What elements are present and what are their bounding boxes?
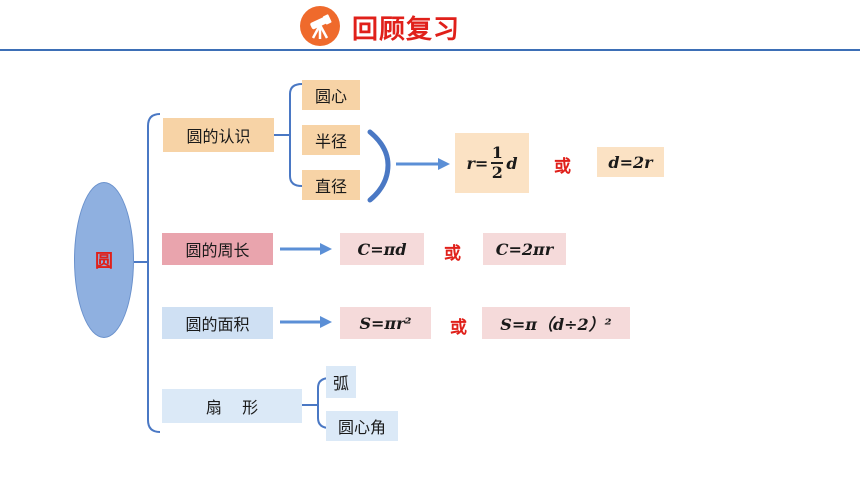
formula-area-right: S=π（d÷2）² (482, 307, 630, 339)
header-icon-badge (300, 6, 340, 46)
node-sector: 扇 形 (162, 389, 302, 423)
page-title: 回顾复习 (352, 15, 461, 45)
node-area: 圆的面积 (162, 307, 273, 339)
formula-area-left: S=πr² (340, 307, 431, 339)
formula-diameter: d=2r (597, 147, 664, 177)
node-recognition: 圆的认识 (163, 118, 274, 152)
formula-radius-prefix: r= (466, 153, 489, 173)
formula-circumference-right: C=2πr (483, 233, 566, 265)
fraction-one-half: 1 2 (491, 143, 504, 182)
node-diameter: 直径 (302, 170, 360, 200)
arrow-area (280, 316, 332, 328)
formula-circumference-left: C=πd (340, 233, 424, 265)
or-circumference: 或 (444, 244, 461, 264)
formula-radius: r= 1 2 d (455, 133, 529, 193)
telescope-icon (310, 14, 332, 39)
or-recognition: 或 (554, 157, 571, 177)
header-divider (0, 49, 860, 51)
fraction-denominator: 2 (491, 162, 503, 182)
root-node: 圆 (74, 182, 134, 338)
node-arc: 弧 (326, 366, 356, 398)
node-circumference: 圆的周长 (162, 233, 273, 265)
fraction-numerator: 1 (491, 143, 503, 163)
or-area: 或 (450, 318, 467, 338)
arrow-recognition (396, 158, 450, 170)
node-center: 圆心 (302, 80, 360, 110)
node-radius: 半径 (302, 125, 360, 155)
formula-radius-suffix: d (506, 153, 518, 173)
root-label: 圆 (95, 251, 113, 272)
arrow-circumference (280, 243, 332, 255)
node-central-angle: 圆心角 (326, 411, 398, 441)
fraction-bar (491, 162, 504, 164)
